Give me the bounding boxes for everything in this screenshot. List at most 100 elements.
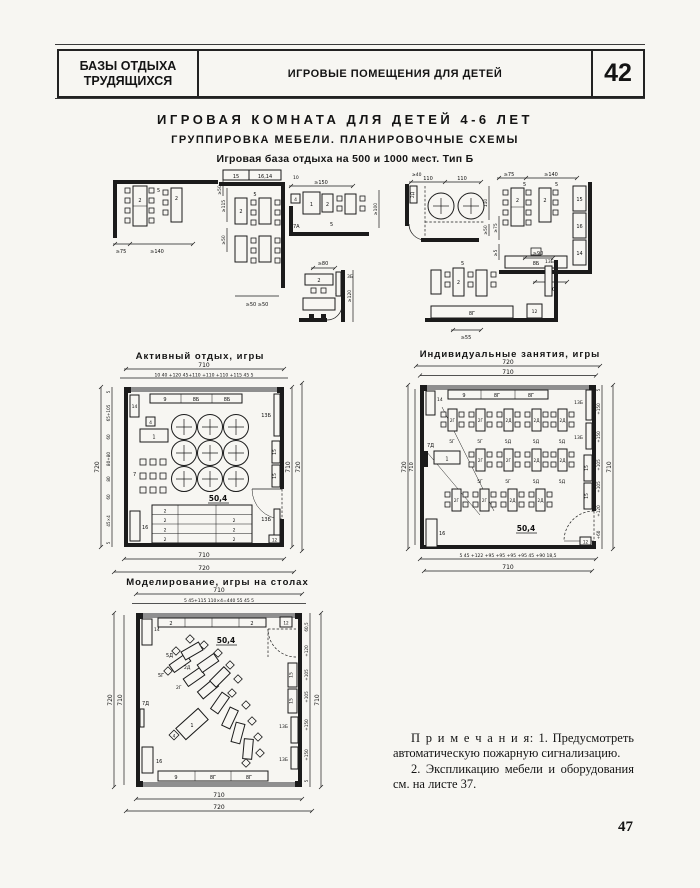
table-label: 2Г [478, 458, 484, 463]
chairs-label: 5 [523, 182, 526, 188]
dim-label: 710 [606, 461, 613, 473]
dim-label: +150 [596, 431, 601, 443]
scheme-7: ≥90 5 2 13Б 8Г 12 ≥55 [425, 251, 558, 341]
table-label: 1 [445, 457, 448, 463]
table-label: 2Д [506, 418, 513, 423]
dim-label: 5 [106, 390, 111, 393]
furniture-grouping-schemes: 2 5 2 ≥50 ≥75 ≥140 15 16,14 ≥115 ≥50 5 2… [112, 169, 592, 341]
dim-label: 710 [213, 792, 225, 799]
table-label: 2 [164, 528, 167, 534]
dim-label: 110 [483, 199, 489, 208]
notes-block: П р и м е ч а н и я: 1. Предусмотреть ав… [393, 731, 634, 792]
dimensions-left: 720 710 [401, 382, 416, 552]
scheme-5: ≥75 ≥140 5 2 5 2 15 16 14 8Б ≥75 ≥5 ≥90 [493, 172, 592, 293]
furniture-lower: 13Б 12 16 50,4 2 2 2 2 2 2 2 [129, 494, 281, 544]
chairs-label: 7 [133, 472, 136, 478]
header-section-cell: ИГРОВЫЕ ПОМЕЩЕНИЯ ДЛЯ ДЕТЕЙ [199, 51, 591, 96]
table-groups-row2: 1 2Г 2Г 2Д 2Д 5Г 5Г 5Д 5Д [433, 448, 575, 485]
header-org-cell: БАЗЫ ОТДЫХА ТРУДЯЩИХСЯ [59, 51, 199, 96]
chairs-label: 5Г [505, 479, 511, 485]
cabinet-label: 16,14 [258, 174, 272, 180]
dimensions-right: 710 720 [285, 380, 305, 554]
box-label: 12 [583, 540, 589, 545]
sheet-header: БАЗЫ ОТДЫХА ТРУДЯЩИХСЯ ИГРОВЫЕ ПОМЕЩЕНИЯ… [57, 49, 645, 98]
furniture: 14 9 8Б 8Б 13Б 4 1 7 15 15 [129, 393, 281, 494]
box-label: 12 [272, 538, 278, 543]
dim-label: 110 [457, 176, 467, 182]
dim-label: 720 [198, 565, 210, 572]
shelf-label: 9 [462, 393, 465, 399]
item-label: 3Б [347, 274, 353, 280]
table-label: 1 [152, 435, 155, 441]
chairs-label: 5Г [158, 673, 164, 679]
shelf-label: 8Г [246, 775, 252, 781]
area-label: 50,4 [217, 636, 236, 645]
shelf-label: 8Б [533, 261, 540, 267]
table-label: 2Д [534, 418, 541, 423]
dim-label: 5 45+115 110×4=440 55 45 5 [184, 598, 254, 604]
header-sheet-number-cell: 42 [591, 51, 643, 96]
dim-label: 710 [502, 369, 514, 376]
page-number: 47 [618, 819, 633, 835]
shelf-label: 8Г [469, 311, 475, 317]
item-label: 7Д [427, 443, 434, 449]
cabinet-label: 14 [132, 404, 138, 410]
dim-label: ≥5 [493, 250, 499, 257]
chairs-label: 5Д [166, 653, 173, 659]
shelf-label: 9 [174, 775, 177, 781]
dim-label: 710 [117, 694, 124, 706]
dim-label: ≥140 [150, 249, 164, 255]
page-title: ИГРОВАЯ КОМНАТА ДЛЯ ДЕТЕЙ 4-6 ЛЕТ [156, 112, 533, 127]
table-label: 2 [317, 278, 320, 284]
dimensions-top: 710 5 45+115 110×4=440 55 45 5 [132, 587, 306, 604]
table-label: 2 [175, 196, 178, 202]
cabinet-label: 15 [272, 473, 278, 479]
cabinet-label: 13Б [261, 413, 271, 419]
dim-label: ≥55 [461, 335, 472, 341]
shelf-label: 8Г [528, 393, 534, 399]
header-top-rule [55, 44, 645, 45]
dim-label: 710 [285, 461, 292, 473]
dim-label: +120 [304, 645, 309, 657]
dim-label: ≥40 [412, 172, 422, 178]
dim-label: 720 [107, 694, 114, 706]
shelf-label: 9 [163, 397, 166, 403]
dim-label: +105 [304, 691, 309, 703]
table-label: 2Г [176, 685, 182, 691]
chairs-label: 5 [461, 261, 464, 267]
dim-label: ≥50 [221, 235, 227, 245]
furniture-right: 15 15 13Б 13Б [279, 662, 299, 770]
table-label: 2Г [450, 418, 456, 423]
plan-individual-caption: Индивидуальные занятия, игры [419, 349, 601, 360]
dimensions-right: 60,5 +120 +105 +105 +150 +150 5 710 [304, 610, 324, 790]
dim-label: +120 [596, 505, 601, 517]
scheme-6: ≥80 2 5 3Б ≥120 [299, 261, 354, 322]
fan-tables: 5Д 2Д 5Г 2Г [158, 634, 265, 768]
cabinet-label: 13Б [261, 517, 271, 523]
cabinet-label: 15 [233, 174, 239, 180]
dim-label: 710 [198, 362, 210, 369]
furniture: 14 9 8Г 8Г 13Б 13Б 7Д [422, 389, 593, 516]
box-label: 12 [283, 621, 289, 626]
cabinet-label: 14 [576, 251, 582, 257]
dim-label: 60,5 [304, 622, 309, 632]
shelf-label: 2 [169, 621, 172, 627]
shelf-label: 2 [250, 621, 253, 627]
chair-label: 4 [173, 734, 176, 739]
cabinet-label: 15 [576, 197, 582, 203]
furniture-right: 15 15 [583, 454, 593, 510]
box-label: 4 [294, 197, 297, 203]
cabinet-label: 16 [576, 224, 582, 230]
notes-heading: П р и м е ч а н и я: [411, 731, 534, 745]
dim-label: +105 [304, 669, 309, 681]
dim-label: 80+80 [106, 452, 111, 467]
header-bottom-rule [55, 98, 645, 99]
dim-label: 10 [293, 175, 299, 181]
dimensions-top: 710 10 40 +120 45+110 +110 +110 +115 45 … [120, 362, 288, 379]
table-label: 2 [233, 537, 236, 543]
dim-label: 10 40 +120 45+110 +110 +110 +115 45 5 [154, 373, 253, 379]
dim-label: 60 [106, 494, 111, 500]
table-label: 2 [457, 280, 460, 286]
table-label: 2 [326, 202, 329, 208]
